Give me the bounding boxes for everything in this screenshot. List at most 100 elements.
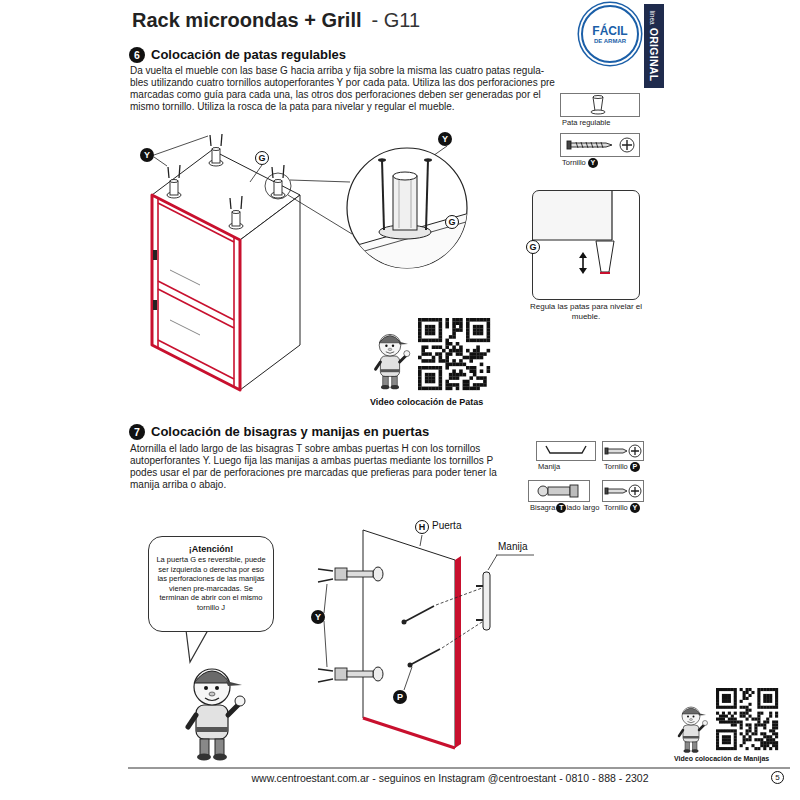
qr-code bbox=[456, 321, 460, 325]
qr-code bbox=[757, 715, 760, 718]
qr-code bbox=[480, 376, 484, 380]
qr-code bbox=[731, 747, 734, 750]
qr-code bbox=[439, 332, 443, 336]
speech-bubble-tail bbox=[186, 630, 208, 662]
step-number: 6 bbox=[129, 47, 145, 63]
qr-code bbox=[487, 366, 491, 370]
qr-code bbox=[713, 685, 781, 753]
callout-letter: T bbox=[556, 503, 566, 513]
qr-code bbox=[480, 356, 484, 360]
qr-code bbox=[719, 718, 722, 721]
qr-code bbox=[425, 373, 429, 377]
qr-code bbox=[769, 715, 772, 718]
qr-code bbox=[452, 325, 456, 329]
qr-code bbox=[748, 738, 751, 741]
qr-code bbox=[743, 712, 746, 715]
qr-code bbox=[439, 325, 443, 329]
qr-code bbox=[751, 744, 754, 747]
qr-code bbox=[452, 376, 456, 380]
qr-code bbox=[466, 332, 470, 336]
legend-icon bbox=[593, 96, 603, 99]
adjustable-leg bbox=[232, 211, 240, 214]
qr-code bbox=[763, 726, 766, 729]
qr-code bbox=[743, 735, 746, 738]
leveling-detail bbox=[533, 239, 612, 240]
part-legend-box: Tornillo bbox=[560, 133, 640, 157]
qr-code bbox=[760, 738, 763, 741]
screw bbox=[318, 579, 333, 582]
screw bbox=[241, 196, 242, 209]
screw bbox=[168, 134, 284, 209]
legend-icon bbox=[538, 96, 641, 498]
qr-code bbox=[734, 720, 737, 723]
qr-code bbox=[449, 383, 453, 387]
door-drawing bbox=[442, 622, 482, 648]
qr-code bbox=[439, 335, 443, 339]
qr-code bbox=[731, 720, 734, 723]
callout-letter: Y bbox=[140, 148, 154, 162]
part-legend-box: Manija bbox=[536, 441, 596, 461]
qr-code bbox=[487, 339, 491, 343]
qr-code bbox=[731, 729, 734, 732]
qr-code bbox=[775, 741, 778, 744]
qr-code bbox=[449, 387, 453, 391]
qr-code bbox=[421, 349, 425, 353]
qr-code bbox=[737, 720, 740, 723]
qr-code bbox=[445, 339, 449, 343]
qr-code bbox=[716, 732, 719, 735]
screw bbox=[179, 165, 180, 178]
qr-code bbox=[775, 706, 778, 709]
qr-code bbox=[769, 706, 772, 709]
qr-code bbox=[772, 744, 775, 747]
qr-code bbox=[746, 729, 749, 732]
qr-code bbox=[487, 325, 491, 329]
qr-code bbox=[769, 747, 772, 750]
qr-code bbox=[772, 706, 775, 709]
qr-code bbox=[466, 339, 470, 343]
qr-code bbox=[725, 694, 728, 697]
qr-code bbox=[476, 328, 480, 332]
qr-code bbox=[435, 345, 439, 349]
qr-code bbox=[469, 318, 473, 322]
qr-code bbox=[772, 729, 775, 732]
qr-code bbox=[480, 325, 484, 329]
qr-code bbox=[766, 694, 769, 697]
qr-code bbox=[740, 732, 743, 735]
legend-icon bbox=[570, 485, 578, 497]
qr-code bbox=[719, 720, 722, 723]
qr-code bbox=[743, 715, 746, 718]
qr-code bbox=[734, 738, 737, 741]
qr-code bbox=[425, 352, 429, 356]
qr-code bbox=[445, 345, 449, 349]
footer-text: www.centroestant.com.ar - seguinos en In… bbox=[150, 772, 750, 785]
qr-code bbox=[722, 718, 725, 721]
qr-code bbox=[459, 359, 463, 363]
qr-code bbox=[456, 363, 460, 367]
qr-code bbox=[469, 387, 473, 391]
qr-code bbox=[466, 356, 470, 360]
qr-code bbox=[743, 706, 746, 709]
qr-code bbox=[746, 691, 749, 694]
qr-code bbox=[432, 318, 436, 322]
qr-code bbox=[418, 332, 422, 336]
qr-code bbox=[757, 703, 760, 706]
qr-code bbox=[449, 349, 453, 353]
qr-code bbox=[476, 349, 480, 353]
door-drawing bbox=[402, 620, 413, 668]
adjustable-leg bbox=[274, 180, 282, 183]
qr-code bbox=[769, 735, 772, 738]
legend-icon bbox=[629, 445, 641, 457]
adjustable-leg bbox=[167, 148, 285, 230]
qr-code bbox=[775, 691, 778, 694]
leader-line bbox=[324, 535, 534, 690]
text-group: FÁCILDE ARMAR bbox=[592, 25, 627, 44]
badge-subtext: DE ARMAR bbox=[594, 38, 626, 44]
qr-code bbox=[743, 694, 746, 697]
qr-code bbox=[418, 376, 422, 380]
qr-code bbox=[432, 380, 436, 384]
qr-code bbox=[469, 369, 473, 373]
part-legend-box: Bisagralado largo bbox=[528, 480, 590, 502]
qr-code bbox=[439, 369, 443, 373]
legend-icon bbox=[608, 489, 627, 493]
qr-code bbox=[445, 318, 449, 322]
